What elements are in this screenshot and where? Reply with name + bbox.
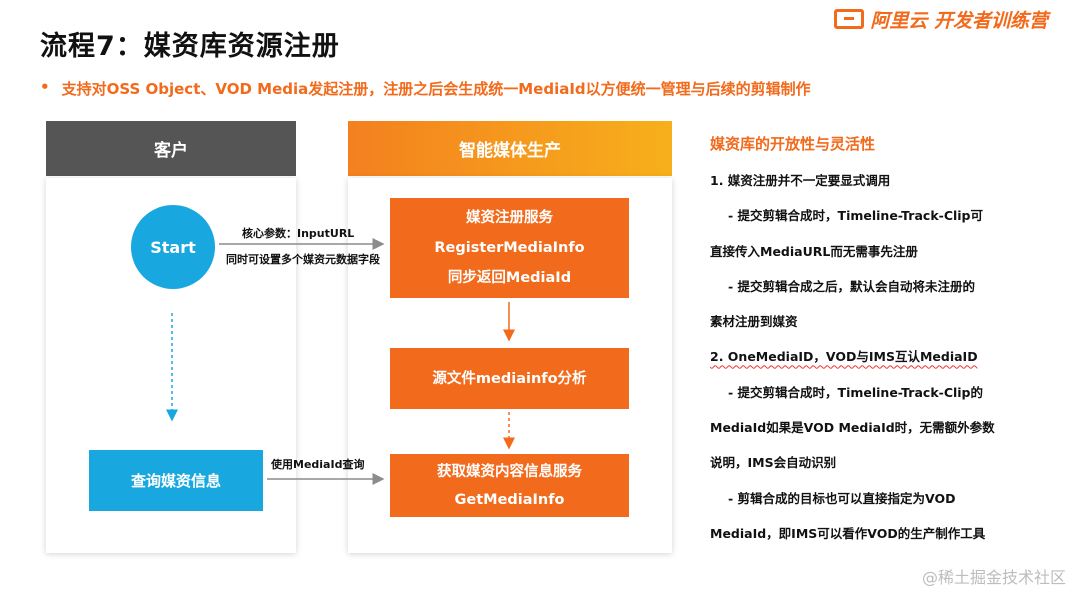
side-panel: 媒资库的开放性与灵活性 1. 媒资注册并不一定要显式调用 - 提交剪辑合成时，T…: [710, 128, 1050, 551]
production-column-header: 智能媒体生产: [348, 121, 672, 176]
edge-label-params: 核心参数：InputURL: [242, 227, 355, 240]
side-line-5: 素材注册到媒资: [710, 314, 798, 330]
side-line-2: - 提交剪辑合成时，Timeline-Track-Clip可: [728, 208, 984, 224]
watermark: @稀土掘金技术社区: [921, 568, 1066, 587]
register-media-node: 媒资注册服务 RegisterMediaInfo 同步返回MediaId: [390, 198, 629, 298]
side-line-6-text: 2. OneMediaID，VOD与IMS互认MediaID: [710, 349, 978, 365]
side-line-1: 1. 媒资注册并不一定要显式调用: [710, 173, 891, 188]
side-line-3: 直接传入MediaURL而无需事先注册: [710, 243, 918, 259]
getinfo-node-line1: 获取媒资内容信息服务: [437, 463, 582, 480]
query-media-node: 查询媒资信息: [89, 450, 263, 511]
register-node-line2: RegisterMediaInfo: [434, 240, 585, 256]
subtitle-text: 支持对OSS Object、VOD Media发起注册，注册之后会生成统一Med…: [61, 80, 811, 98]
client-column-header: 客户: [46, 121, 296, 176]
getinfo-node-line2: GetMediaInfo: [454, 491, 565, 508]
logo-text: 阿里云 开发者训练营: [870, 9, 1048, 32]
mediainfo-analysis-node: 源文件mediainfo分析: [390, 348, 629, 409]
side-panel-title: 媒资库的开放性与灵活性: [710, 135, 876, 153]
subtitle: • 支持对OSS Object、VOD Media发起注册，注册之后会生成统一M…: [40, 78, 811, 99]
bullet-icon: •: [40, 78, 50, 96]
edge-label-query: 使用MediaId查询: [271, 458, 365, 471]
side-line-8: MediaId如果是VOD MediaId时，无需额外参数: [710, 420, 995, 436]
side-line-4: - 提交剪辑合成之后，默认会自动将未注册的: [728, 278, 976, 294]
register-node-line3: 同步返回MediaId: [447, 270, 572, 286]
side-line-9: 说明，IMS会自动识别: [710, 455, 837, 471]
aliyun-logo-icon: [834, 9, 865, 29]
edge-label-metadata: 同时可设置多个媒资元数据字段: [226, 253, 380, 266]
start-node: Start: [131, 205, 215, 289]
side-line-6: 2. OneMediaID，VOD与IMS互认MediaID: [710, 339, 1050, 374]
register-node-line1: 媒资注册服务: [466, 210, 553, 226]
analysis-node-label: 源文件mediainfo分析: [432, 370, 587, 387]
side-line-10: - 剪辑合成的目标也可以直接指定为VOD: [728, 490, 956, 506]
get-media-info-node: 获取媒资内容信息服务 GetMediaInfo: [390, 454, 629, 517]
slide-title: 流程7：媒资库资源注册: [40, 31, 340, 62]
side-line-7: - 提交剪辑合成时，Timeline-Track-Clip的: [728, 384, 984, 400]
side-line-11: MediaId，即IMS可以看作VOD的生产制作工具: [710, 525, 986, 541]
aliyun-logo: 阿里云 开发者训练营: [834, 6, 1048, 32]
